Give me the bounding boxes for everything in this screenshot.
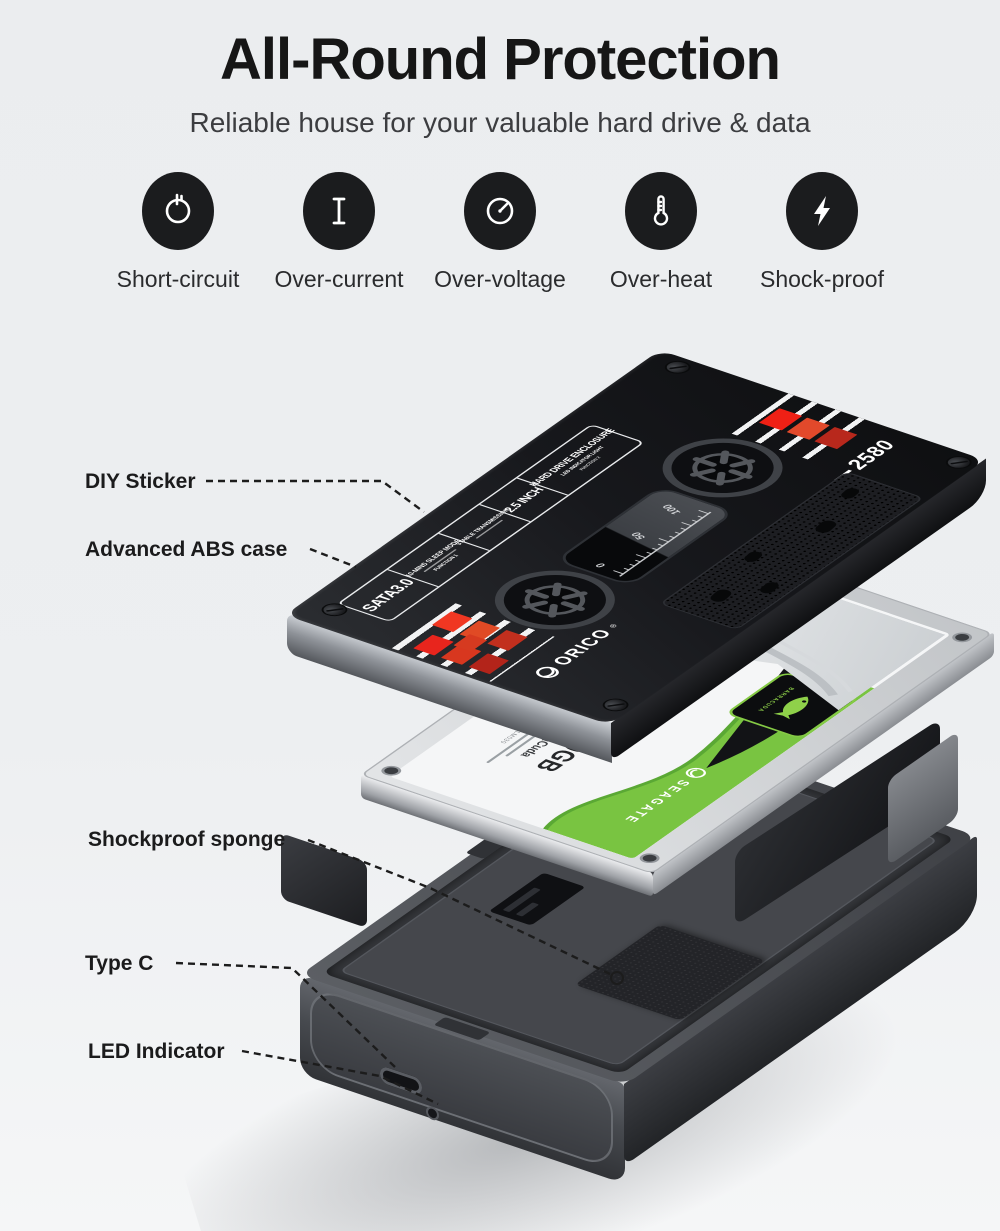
cassette-reel-right [662, 438, 783, 498]
feature-shock-proof: Shock-proof [748, 172, 896, 293]
feature-over-heat: Over-heat [587, 172, 735, 293]
gauge-icon [464, 172, 536, 250]
feature-label: Over-voltage [434, 266, 566, 292]
callout-sponge: Shockproof sponge [88, 828, 286, 851]
feature-label: Short-circuit [116, 266, 240, 292]
sponge-line-end-marker [610, 971, 624, 985]
feature-label: Over-heat [609, 266, 713, 292]
feature-label: Over-current [274, 266, 404, 292]
feature-over-current: Over-current [265, 172, 413, 293]
callout-led: LED Indicator [88, 1040, 225, 1063]
feature-short-circuit: Short-circuit [104, 172, 252, 293]
abs-case-line [309, 547, 357, 569]
page-subtitle: Reliable house for your valuable hard dr… [189, 107, 811, 138]
ruler-50: 50 [629, 530, 649, 540]
orico-logo-icon [535, 666, 559, 678]
power-icon [142, 172, 214, 250]
led-line [241, 1049, 439, 1106]
barracuda-badge: BARRACUDA [728, 673, 857, 738]
callout-type-c: Type C [85, 952, 154, 975]
tape-ruler: 0 50 100 [593, 503, 712, 577]
orico-logo: ORICO ® [529, 621, 626, 681]
diy-sticker-line [206, 479, 425, 513]
header: All-Round Protection Reliable house for … [0, 0, 1000, 139]
sponge-line [307, 838, 611, 976]
callout-abs-case: Advanced ABS case [85, 538, 288, 561]
feature-label: Shock-proof [759, 266, 884, 292]
seagate-logo-icon [685, 767, 707, 778]
cassette-reel-left [494, 570, 615, 630]
thermometer-icon [625, 172, 697, 250]
enclosure-top-cover: SATA3.0 10-MINS SLEEP MODE FUNCTION 1 ST… [285, 350, 986, 725]
current-icon [303, 172, 375, 250]
features-row: Short-circuit Over-current Over-voltage [104, 172, 896, 293]
callout-diy-sticker: DIY Sticker [85, 470, 196, 493]
ruler-0: 0 [593, 562, 609, 569]
type-c-line [175, 961, 397, 1069]
feature-over-voltage: Over-voltage [426, 172, 574, 293]
barracuda-fish-icon [774, 696, 809, 720]
tape-window: 0 50 100 [554, 485, 737, 587]
seagate-wordmark: SEAGATE [582, 746, 745, 845]
lightning-icon [786, 172, 858, 250]
page-title: All-Round Protection [220, 27, 781, 92]
